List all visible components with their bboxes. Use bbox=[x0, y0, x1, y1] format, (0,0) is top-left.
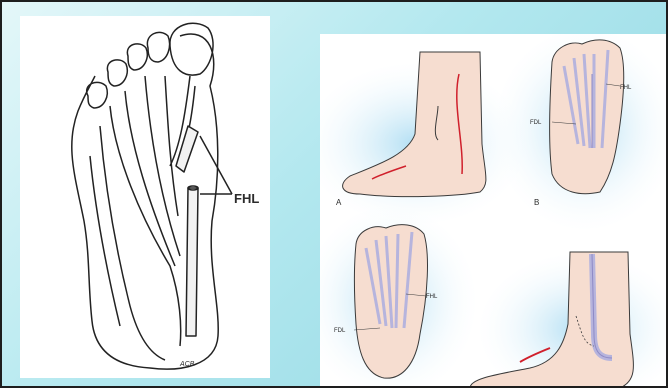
panel-b-fdl-label: FDL bbox=[530, 120, 542, 126]
fhl-label: FHL bbox=[234, 191, 259, 206]
panel-c-fhl-label: FHL bbox=[426, 294, 438, 300]
surgical-illustration: A FHL FDL B bbox=[320, 34, 668, 388]
foot-sole-drawing: FHL ACB bbox=[20, 16, 270, 378]
panel-c-top-view: FHL FDL bbox=[320, 207, 475, 388]
panel-a-letter: A bbox=[336, 198, 342, 207]
panel-c-fdl-label: FDL bbox=[334, 328, 346, 334]
big-toe bbox=[170, 23, 213, 75]
panel-b-top-view: FHL FDL B bbox=[495, 34, 668, 229]
panel-a-side-view: A bbox=[320, 52, 525, 224]
artist-initials: ACB bbox=[179, 361, 195, 368]
second-toe bbox=[147, 32, 169, 62]
fourth-toe bbox=[107, 60, 127, 86]
panel-b-fhl-label: FHL bbox=[620, 85, 632, 91]
foot-sole-drawing-panel: FHL ACB bbox=[20, 16, 270, 378]
panel-b-letter: B bbox=[534, 198, 539, 207]
third-toe bbox=[127, 44, 147, 70]
surgical-illustration-panel: A FHL FDL B bbox=[320, 34, 668, 388]
panel-d-side-view bbox=[470, 252, 668, 388]
